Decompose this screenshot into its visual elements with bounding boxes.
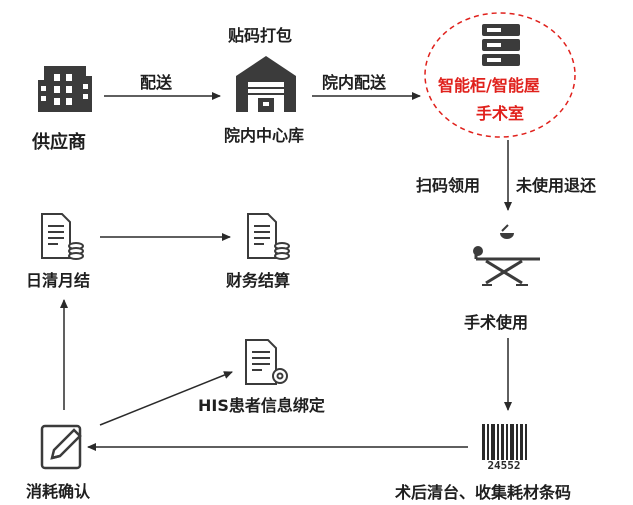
barcode-icon xyxy=(480,422,528,474)
edge-label-scan-pickup: 扫码领用 xyxy=(416,176,481,195)
edge-label-delivery: 配送 xyxy=(140,73,173,92)
building-icon xyxy=(38,66,92,112)
operating-room-label: 手术室 xyxy=(476,104,525,123)
document-coins-icon xyxy=(41,213,84,260)
edge-label-unused-return: 未使用退还 xyxy=(516,176,597,195)
surgery-use-label: 手术使用 xyxy=(464,313,529,332)
warehouse-label: 院内中心库 xyxy=(224,126,305,145)
warehouse-top-label: 贴码打包 xyxy=(228,26,293,45)
his-binding-label: HIS患者信息绑定 xyxy=(198,396,325,415)
edge-label-internal-delivery: 院内配送 xyxy=(322,73,387,92)
supplier-label: 供应商 xyxy=(32,132,86,153)
document-gear-icon xyxy=(245,339,288,385)
consumption-confirm-label: 消耗确认 xyxy=(26,482,91,501)
barcode-number: 24552 xyxy=(487,459,520,472)
post-op-label: 术后清台、收集耗材条码 xyxy=(395,483,572,502)
document-coins-icon-finance xyxy=(247,213,290,260)
surgery-bed-icon xyxy=(473,224,540,286)
edit-pen-icon xyxy=(40,424,82,470)
finance-label: 财务结算 xyxy=(226,271,291,290)
warehouse-icon xyxy=(236,56,296,112)
daily-monthly-label: 日清月结 xyxy=(26,271,91,290)
smart-cabinet-highlight-circle xyxy=(424,12,576,138)
smart-cabinet-label: 智能柜/智能屋 xyxy=(438,76,540,95)
arrow-confirm-to-his xyxy=(99,371,233,426)
smart-cabinet-icon xyxy=(482,24,520,66)
